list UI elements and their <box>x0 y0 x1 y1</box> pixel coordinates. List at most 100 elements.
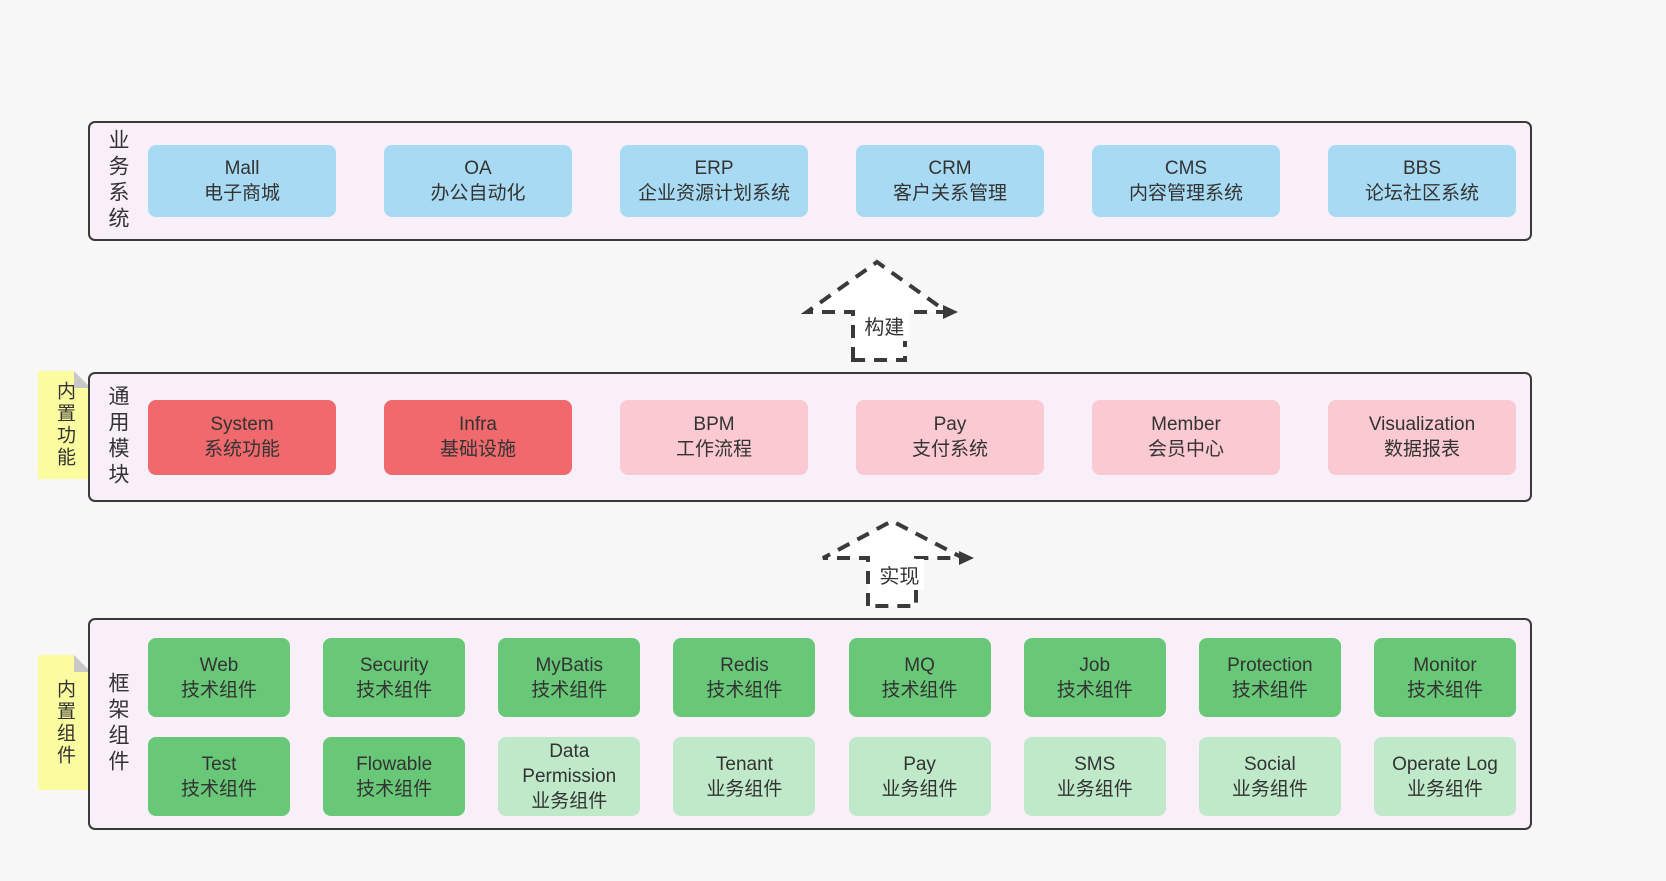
box-bbs: BBS 论坛社区系统 <box>1328 145 1516 217</box>
box-title: Redis <box>720 654 769 676</box>
box-title: Social <box>1243 753 1296 775</box>
box-subtitle: 内容管理系统 <box>1128 183 1243 204</box>
box-cms: CMS 内容管理系统 <box>1092 145 1280 217</box>
box-title: CMS <box>1164 158 1208 179</box>
box-subtitle: 技术组件 <box>180 679 257 701</box>
box-subtitle: 数据报表 <box>1383 439 1460 460</box>
box-title: BBS <box>1402 158 1442 179</box>
framework-components-row-1: Web 技术组件 Security 技术组件 MyBatis 技术组件 Redi… <box>148 638 1516 717</box>
box-title: MQ <box>904 654 935 676</box>
business-systems-box-row: Mall 电子商城 OA 办公自动化 ERP 企业资源计划系统 CRM 客户关系… <box>148 123 1516 239</box>
box-title: ERP <box>694 158 734 179</box>
box-redis: Redis 技术组件 <box>673 638 816 717</box>
box-subtitle: 业务组件 <box>1231 778 1308 800</box>
box-title: Member <box>1151 414 1221 435</box>
box-member: Member 会员中心 <box>1092 399 1280 475</box>
box-subtitle: 支付系统 <box>911 439 988 460</box>
box-operate-log: Operate Log 业务组件 <box>1373 737 1516 816</box>
box-mq: MQ 技术组件 <box>848 638 991 717</box>
common-modules-section: 通用模块 System 系统功能 Infra 基础设施 BPM 工作流程 Pay… <box>88 372 1532 502</box>
box-pay: Pay 支付系统 <box>856 399 1044 475</box>
box-flowable: Flowable 技术组件 <box>323 737 466 816</box>
box-oa: OA 办公自动化 <box>384 145 572 217</box>
box-web: Web 技术组件 <box>148 638 290 717</box>
box-subtitle: 基础设施 <box>439 439 516 460</box>
implement-arrow-label: 实现 <box>875 559 924 590</box>
box-title: Visualization <box>1368 414 1476 435</box>
box-subtitle: 技术组件 <box>1406 679 1483 701</box>
common-modules-section-label: 通用模块 <box>106 385 129 489</box>
box-subtitle: 业务组件 <box>881 778 958 800</box>
build-arrow: 构建 <box>795 255 970 367</box>
box-title: Flowable <box>356 753 433 775</box>
box-erp: ERP 企业资源计划系统 <box>620 145 808 217</box>
box-title: Web <box>199 654 239 676</box>
box-title: Pay <box>903 753 936 775</box>
box-subtitle: 电子商城 <box>203 183 280 204</box>
box-subtitle: 技术组件 <box>531 679 608 701</box>
implement-arrow: 实现 <box>810 515 985 611</box>
business-systems-section: 业务系统 Mall 电子商城 OA 办公自动化 ERP 企业资源计划系统 CRM… <box>88 121 1532 241</box>
box-job: Job 技术组件 <box>1023 638 1166 717</box>
box-system: System 系统功能 <box>148 399 336 475</box>
box-subtitle: 技术组件 <box>706 679 783 701</box>
box-subtitle: 办公自动化 <box>430 183 526 204</box>
box-title: System <box>210 414 274 435</box>
box-title: Data Permission <box>522 741 617 787</box>
box-subtitle: 企业资源计划系统 <box>637 183 790 204</box>
box-title: Pay <box>933 414 967 435</box>
box-title: Protection <box>1227 654 1313 676</box>
box-title: MyBatis <box>535 654 604 676</box>
box-security: Security 技术组件 <box>323 638 466 717</box>
box-mybatis: MyBatis 技术组件 <box>498 638 641 717</box>
box-title: Mall <box>224 158 260 179</box>
box-subtitle: 技术组件 <box>180 778 257 800</box>
builtin-features-tag-label: 内置功能 <box>54 381 75 469</box>
box-subtitle: 技术组件 <box>356 778 433 800</box>
common-modules-box-row: System 系统功能 Infra 基础设施 BPM 工作流程 Pay 支付系统… <box>148 374 1516 500</box>
box-subtitle: 业务组件 <box>531 791 608 812</box>
box-monitor: Monitor 技术组件 <box>1373 638 1516 717</box>
box-title: Security <box>359 654 429 676</box>
box-subtitle: 业务组件 <box>706 778 783 800</box>
box-title: Job <box>1079 654 1111 676</box>
builtin-components-tag-label: 内置组件 <box>54 678 75 767</box>
box-subtitle: 业务组件 <box>1406 778 1483 800</box>
box-subtitle: 技术组件 <box>1056 679 1133 701</box>
box-subtitle: 论坛社区系统 <box>1364 183 1479 204</box>
box-title: BPM <box>693 414 735 435</box>
box-subtitle: 客户关系管理 <box>892 183 1007 204</box>
box-subtitle: 业务组件 <box>1056 778 1133 800</box>
box-title: CRM <box>928 158 972 179</box>
builtin-components-tag: 内置组件 <box>38 655 91 790</box>
build-arrow-label: 构建 <box>860 310 909 341</box>
box-social: Social 业务组件 <box>1198 737 1341 816</box>
box-subtitle: 系统功能 <box>203 439 280 460</box>
box-sms: SMS 业务组件 <box>1023 737 1166 816</box>
box-infra: Infra 基础设施 <box>384 399 572 475</box>
box-title: Test <box>201 753 237 775</box>
framework-components-section-label: 框架组件 <box>106 672 129 776</box>
box-title: Infra <box>458 414 498 435</box>
box-subtitle: 技术组件 <box>1231 679 1308 701</box>
box-mall: Mall 电子商城 <box>148 145 336 217</box>
box-pay-biz: Pay 业务组件 <box>848 737 991 816</box>
box-title: Operate Log <box>1392 753 1498 775</box>
box-subtitle: 工作流程 <box>675 439 752 460</box>
box-data-permission: Data Permission 业务组件 <box>498 737 641 816</box>
box-tenant: Tenant 业务组件 <box>673 737 816 816</box>
box-subtitle: 技术组件 <box>881 679 958 701</box>
box-visualization: Visualization 数据报表 <box>1328 399 1516 475</box>
box-subtitle: 会员中心 <box>1147 439 1224 460</box>
builtin-features-tag: 内置功能 <box>38 371 91 479</box>
box-subtitle: 技术组件 <box>356 679 433 701</box>
box-title: Monitor <box>1413 654 1477 676</box>
framework-components-row-2: Test 技术组件 Flowable 技术组件 Data Permission … <box>148 737 1516 816</box>
box-protection: Protection 技术组件 <box>1198 638 1341 717</box>
box-title: Tenant <box>715 753 773 775</box>
box-title: SMS <box>1074 753 1116 775</box>
box-test: Test 技术组件 <box>148 737 290 816</box>
framework-components-section: 框架组件 Web 技术组件 Security 技术组件 MyBatis 技术组件… <box>88 618 1532 830</box>
framework-components-grid: Web 技术组件 Security 技术组件 MyBatis 技术组件 Redi… <box>148 638 1516 816</box>
business-systems-section-label: 业务系统 <box>106 129 129 233</box>
